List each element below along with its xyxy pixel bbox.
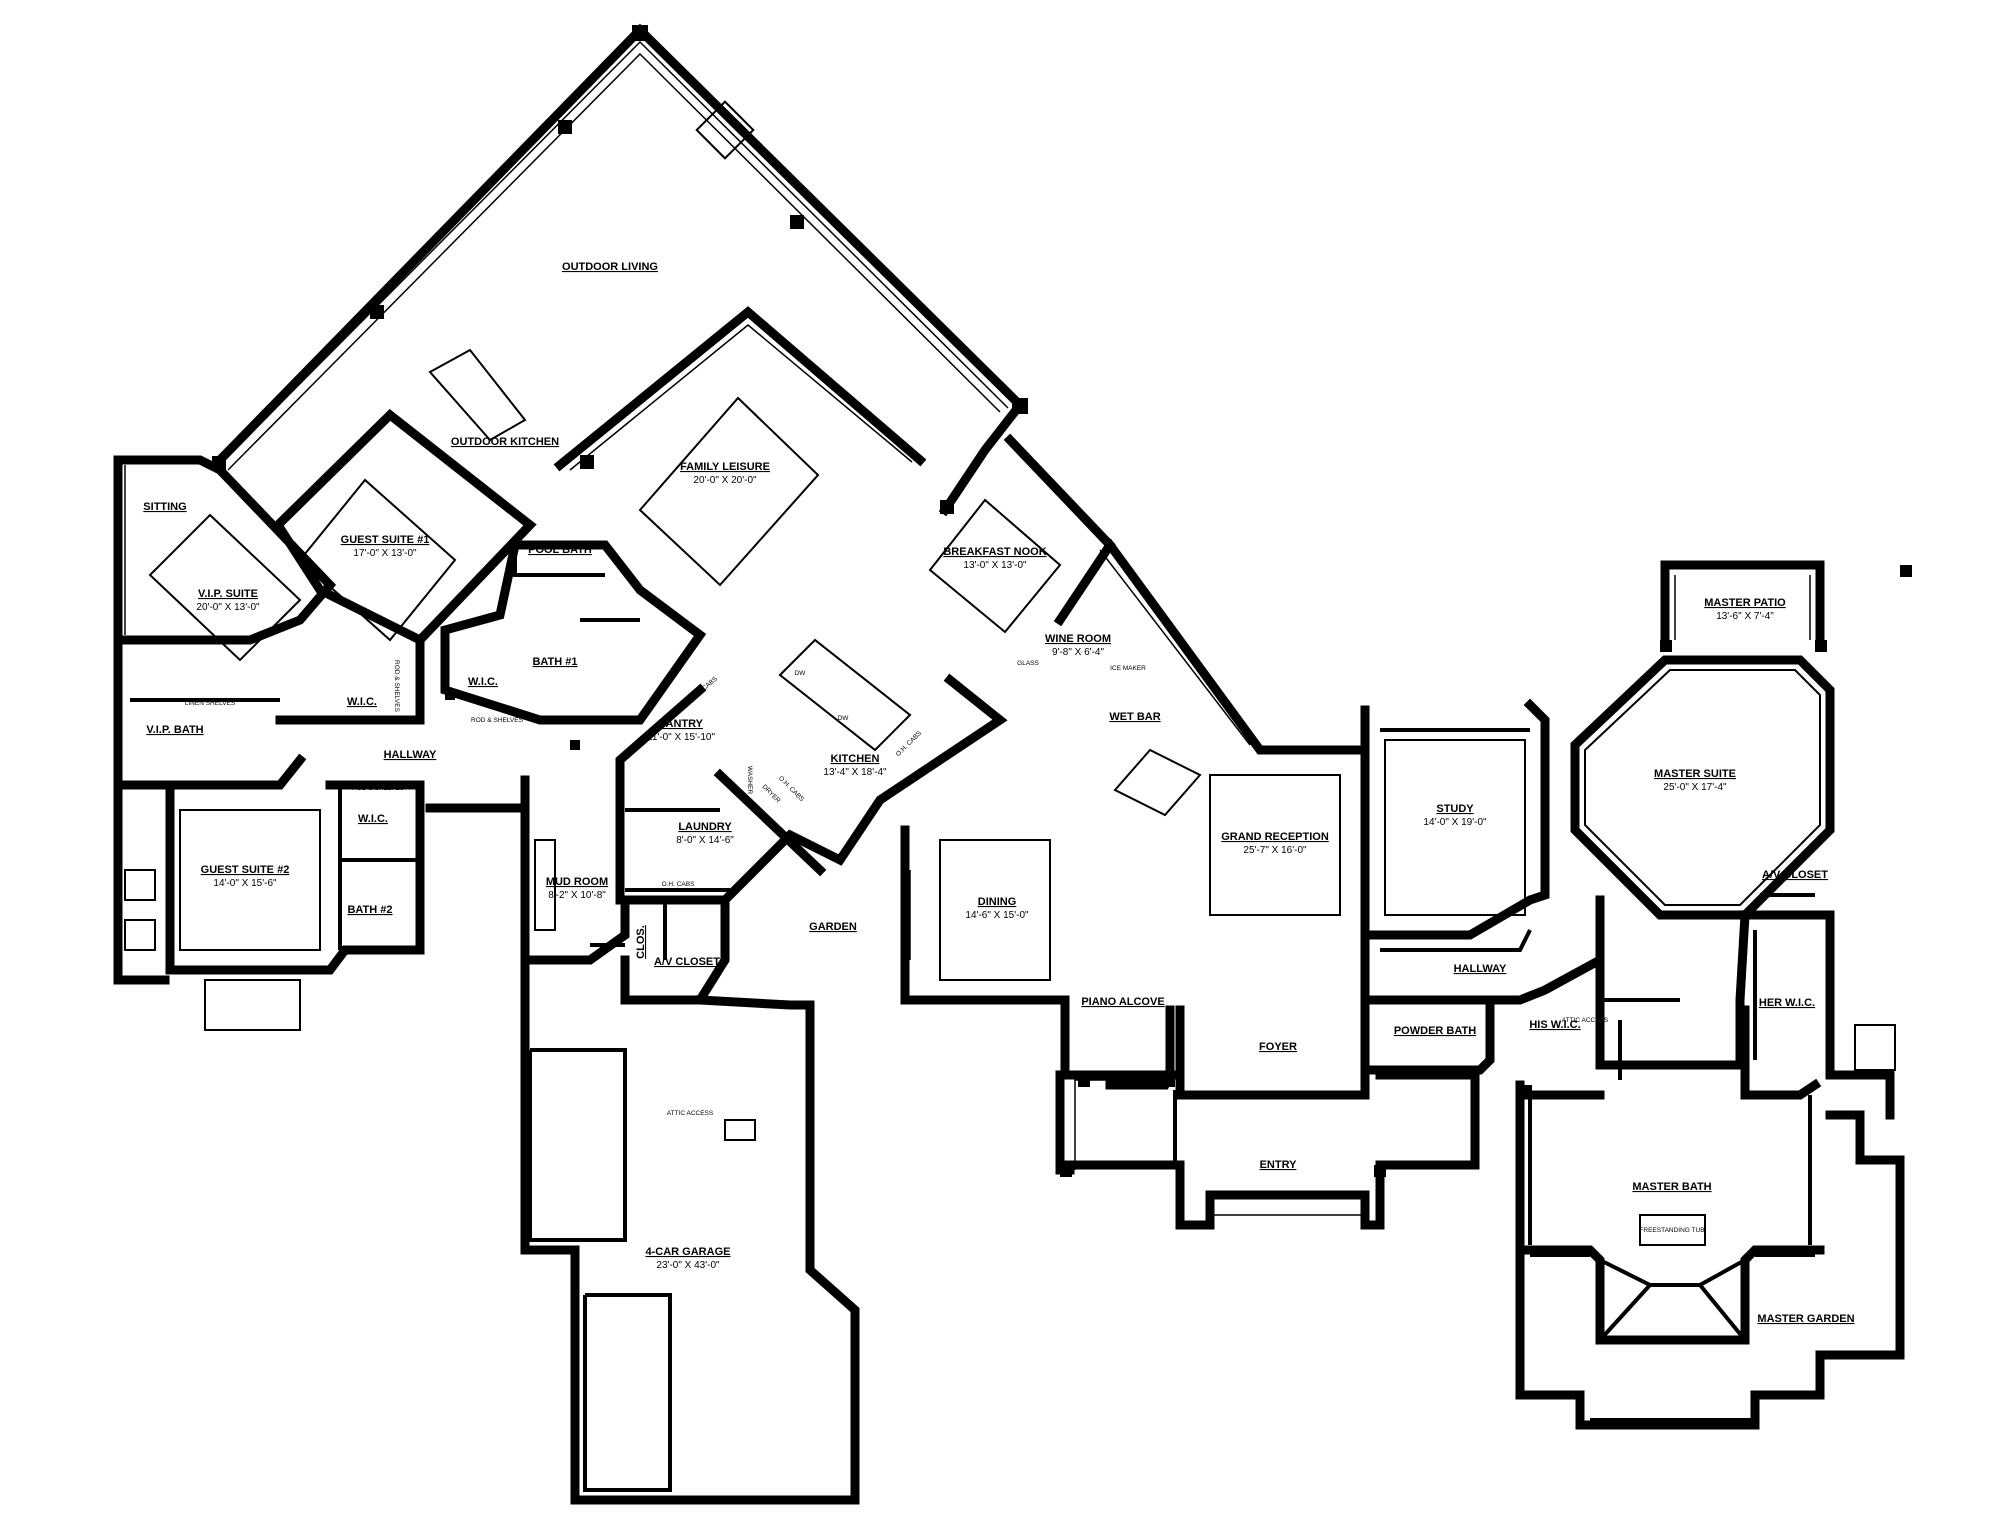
room-name-breakfast-nook: BREAKFAST NOOK <box>943 546 1046 558</box>
room-name-av-closet: A/V CLOSET <box>654 956 720 968</box>
room-dim-guest-suite-1: 17'-0" X 13'-0" <box>353 548 417 559</box>
room-name-hallway-west: HALLWAY <box>384 749 437 761</box>
room-name-sitting: SITTING <box>143 501 186 513</box>
room-dim-breakfast-nook: 13'-0" X 13'-0" <box>963 560 1027 571</box>
room-labels: OUTDOOR LIVING OUTDOOR KITCHEN FAMILY LE… <box>143 261 1854 1325</box>
note-rod-shelves-3: ROD & SHELVES <box>393 660 400 713</box>
furnishings <box>124 100 1755 1422</box>
room-name-bath-2: BATH #2 <box>347 904 392 916</box>
room-name-outdoor-kitchen: OUTDOOR KITCHEN <box>451 436 559 448</box>
room-dim-vip-suite: 20'-0" X 13'-0" <box>196 602 260 613</box>
note-dryer: DRYER <box>761 783 782 804</box>
room-name-master-patio: MASTER PATIO <box>1704 597 1786 609</box>
note-washer: WASHER <box>746 766 753 795</box>
room-name-master-garden: MASTER GARDEN <box>1757 1313 1854 1325</box>
room-name-laundry: LAUNDRY <box>678 821 732 833</box>
room-name-vip-suite: V.I.P. SUITE <box>198 588 258 600</box>
note-attic-access: ATTIC ACCESS <box>667 1110 714 1117</box>
room-name-mud-room: MUD ROOM <box>546 876 608 888</box>
room-dim-mud-room: 8'-2" X 10'-8" <box>548 890 606 901</box>
structural-posts <box>212 25 1912 1177</box>
room-dim-dining: 14'-6" X 15'-0" <box>965 910 1029 921</box>
room-name-pantry: PANTRY <box>659 718 704 730</box>
room-name-family-leisure: FAMILY LEISURE <box>680 461 770 473</box>
room-dim-study: 14'-0" X 19'-0" <box>1423 817 1487 828</box>
room-name-master-bath: MASTER BATH <box>1632 1181 1711 1193</box>
note-glass: GLASS <box>1017 660 1039 667</box>
room-name-guest-suite-1: GUEST SUITE #1 <box>341 534 430 546</box>
room-dim-grand-reception: 25'-7" X 16'-0" <box>1243 845 1307 856</box>
room-dim-master-patio: 13'-6" X 7'-4" <box>1716 611 1774 622</box>
room-name-master-suite: MASTER SUITE <box>1654 768 1736 780</box>
room-name-study: STUDY <box>1436 803 1474 815</box>
note-dw-1: DW <box>795 670 807 677</box>
room-name-wic-2: W.I.C. <box>347 696 377 708</box>
room-name-grand-reception: GRAND RECEPTION <box>1221 831 1329 843</box>
note-freestanding-tub: FREESTANDING TUB <box>1639 1227 1704 1234</box>
note-dw-2: DW <box>838 715 850 722</box>
note-oh-cabs-1: O.H. CABS <box>689 675 719 702</box>
room-name-guest-suite-2: GUEST SUITE #2 <box>201 864 290 876</box>
room-dim-pantry: 11'-0" X 15'-10" <box>647 732 715 743</box>
room-dim-family-leisure: 20'-0" X 20'-0" <box>693 475 757 486</box>
room-name-wine-room: WINE ROOM <box>1045 633 1111 645</box>
room-name-her-wic: HER W.I.C. <box>1759 997 1815 1009</box>
room-dim-master-suite: 25'-0" X 17'-4" <box>1663 782 1727 793</box>
walls <box>113 23 1905 1505</box>
room-name-piano-alcove: PIANO ALCOVE <box>1081 996 1164 1008</box>
room-name-kitchen: KITCHEN <box>831 753 880 765</box>
room-name-wet-bar: WET BAR <box>1109 711 1160 723</box>
note-oh-cabs-4: O.H. CABS <box>662 881 696 888</box>
room-name-wic-1: W.I.C. <box>468 676 498 688</box>
note-ice-maker: ICE MAKER <box>1110 665 1146 672</box>
room-name-dining: DINING <box>978 896 1017 908</box>
room-name-pool-bath: POOL BATH <box>528 544 592 556</box>
room-name-hallway-east: HALLWAY <box>1454 963 1507 975</box>
room-name-clos: CLOS. <box>635 925 647 959</box>
room-dim-garage: 23'-0" X 43'-0" <box>656 1260 720 1271</box>
room-name-foyer: FOYER <box>1259 1041 1297 1053</box>
room-dim-kitchen: 13'-4" X 18'-4" <box>823 767 887 778</box>
room-dim-wine-room: 9'-8" X 6'-4" <box>1052 647 1105 658</box>
room-name-garden: GARDEN <box>809 921 857 933</box>
room-name-garage: 4-CAR GARAGE <box>646 1246 731 1258</box>
room-name-bath-1: BATH #1 <box>532 656 577 668</box>
room-name-av-closet-2: A/V CLOSET <box>1762 869 1828 881</box>
room-dim-laundry: 8'-0" X 14'-6" <box>676 835 734 846</box>
room-name-his-wic: HIS W.I.C. <box>1529 1019 1580 1031</box>
note-attic-access-2: ATTIC ACCESS <box>1562 1017 1609 1024</box>
room-name-entry: ENTRY <box>1260 1159 1298 1171</box>
room-name-outdoor-living: OUTDOOR LIVING <box>562 261 658 273</box>
note-rod-shelves-1: ROD & SHELVES <box>471 717 524 724</box>
note-rod-shelves-2: ROD & SHELVES <box>352 785 405 792</box>
room-name-wic-3: W.I.C. <box>358 813 388 825</box>
room-dim-guest-suite-2: 14'-0" X 15'-6" <box>213 878 277 889</box>
note-linen-shelves: LINEN SHELVES <box>185 700 236 707</box>
room-name-powder-bath: POWDER BATH <box>1394 1025 1476 1037</box>
note-oh-cabs-3: O.H. CABS <box>895 729 924 758</box>
room-name-vip-bath: V.I.P. BATH <box>146 724 203 736</box>
